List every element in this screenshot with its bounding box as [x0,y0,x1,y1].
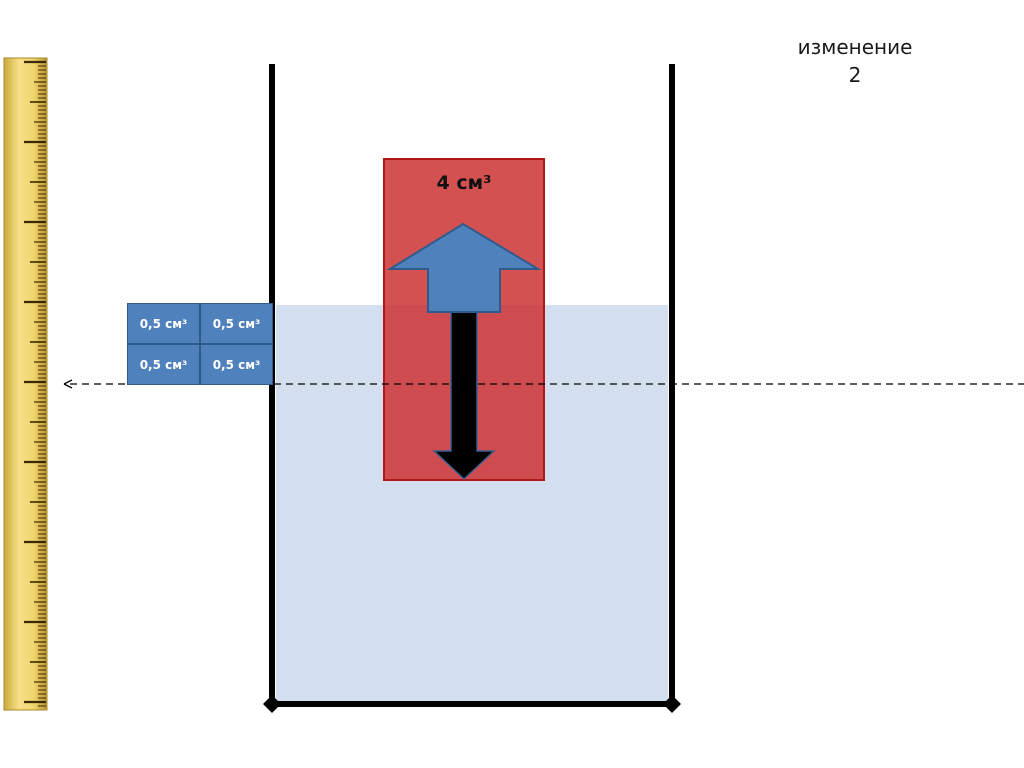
cube: 0,5 см³ [200,303,273,344]
cube: 0,5 см³ [127,344,200,385]
change-title-line2: 2 [848,63,862,87]
cube: 0,5 см³ [200,344,273,385]
block-volume-label: 4 см³ [436,172,492,194]
vessel-corner-left [263,695,281,713]
change-title-line1: изменение [797,35,913,59]
left-arrow-icon [63,379,73,389]
cube-group: 0,5 см³ 0,5 см³ 0,5 см³ 0,5 см³ [127,303,273,385]
ruler-body [3,57,48,711]
up-arrow-icon [386,222,542,313]
change-title: изменение 2 [780,33,930,89]
ruler [3,57,48,711]
vessel-corner-right [663,695,681,713]
cube: 0,5 см³ [127,303,200,344]
ruler-ticks [24,60,46,707]
down-arrow-icon [432,311,496,481]
